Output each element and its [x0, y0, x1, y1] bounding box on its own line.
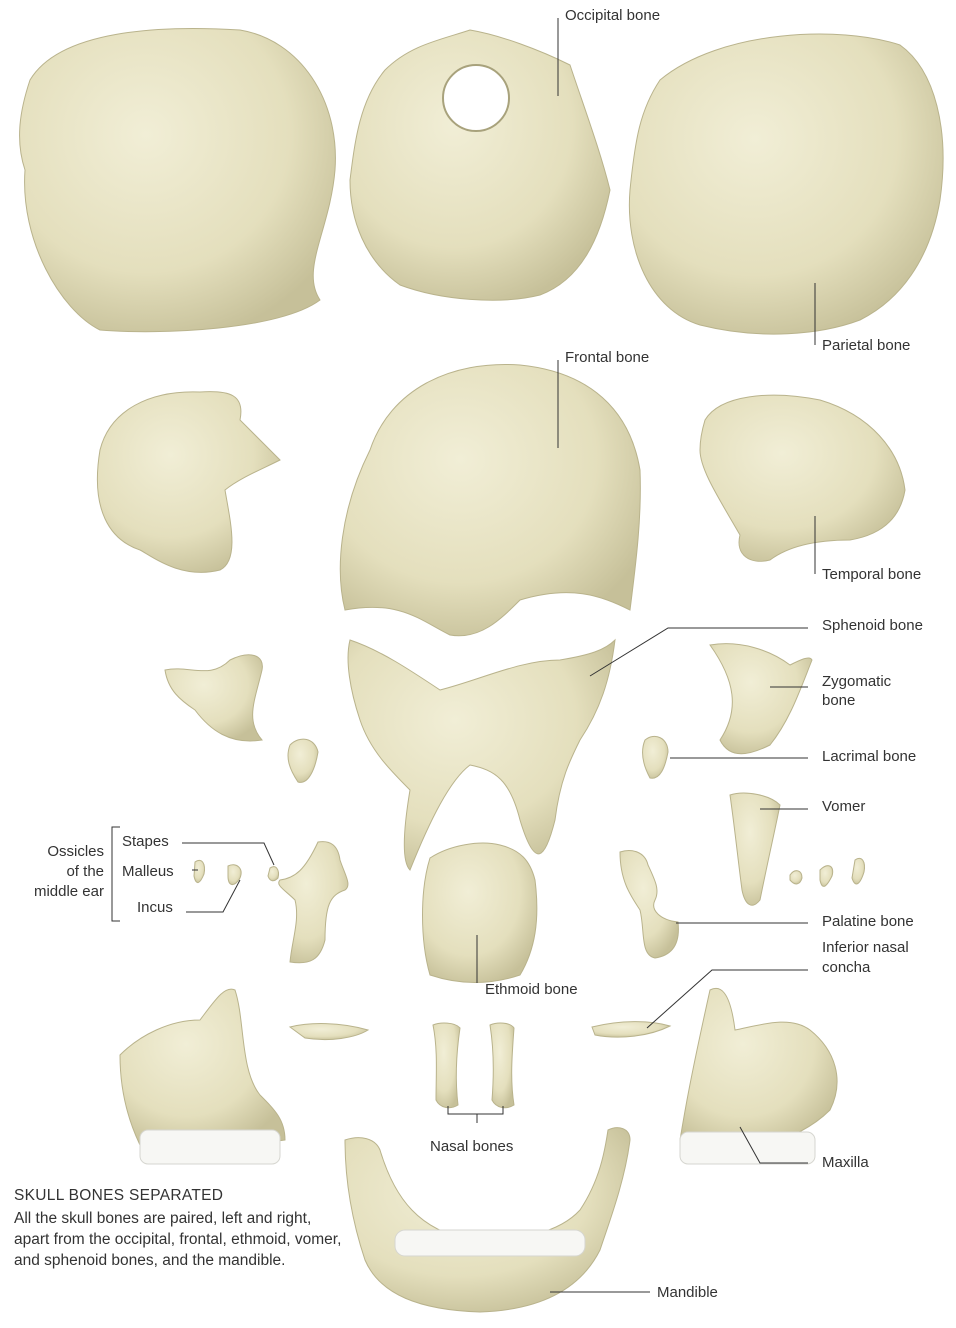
right-nasal-bone — [490, 1023, 514, 1108]
caption-title: SKULL BONES SEPARATED — [14, 1186, 344, 1206]
label-parietal-bone: Parietal bone — [822, 336, 910, 355]
left-lacrimal-bone — [288, 739, 318, 782]
label-ossicles-1: Ossicles — [14, 842, 104, 861]
label-temporal-bone: Temporal bone — [822, 565, 921, 584]
label-mandible: Mandible — [657, 1283, 718, 1302]
foramen-magnum — [443, 65, 509, 131]
label-frontal-bone: Frontal bone — [565, 348, 649, 367]
vomer — [730, 793, 780, 905]
right-lacrimal-bone — [643, 736, 668, 778]
label-maxilla: Maxilla — [822, 1153, 869, 1172]
label-inferior-nasal-concha-2: concha — [822, 958, 870, 977]
right-incus — [852, 858, 865, 884]
right-inferior-nasal-concha — [592, 1022, 670, 1038]
left-zygomatic-bone — [165, 655, 262, 741]
label-inferior-nasal-concha-1: Inferior nasal — [822, 938, 909, 957]
label-zygomatic-bone-2: bone — [822, 691, 855, 710]
left-stapes — [268, 867, 279, 881]
label-occipital-bone: Occipital bone — [565, 6, 660, 25]
caption-body: All the skull bones are paired, left and… — [14, 1208, 344, 1271]
label-zygomatic-bone-1: Zygomatic — [822, 672, 891, 691]
right-stapes — [790, 871, 802, 884]
label-lacrimal-bone: Lacrimal bone — [822, 747, 916, 766]
label-stapes: Stapes — [122, 832, 169, 851]
label-palatine-bone: Palatine bone — [822, 912, 914, 931]
label-vomer: Vomer — [822, 797, 865, 816]
label-ossicles-2: of the — [14, 862, 104, 881]
right-temporal-bone — [700, 395, 905, 561]
mandible-teeth — [395, 1230, 585, 1256]
label-ethmoid-bone: Ethmoid bone — [485, 980, 578, 999]
left-temporal-bone — [97, 392, 280, 573]
right-malleus — [820, 866, 833, 887]
left-palatine-bone — [279, 842, 348, 963]
label-incus: Incus — [137, 898, 173, 917]
left-maxilla-teeth — [140, 1130, 280, 1164]
sphenoid-bone — [348, 640, 615, 870]
label-malleus: Malleus — [122, 862, 174, 881]
right-parietal-bone — [629, 34, 943, 334]
left-malleus — [194, 860, 205, 882]
left-inferior-nasal-concha — [290, 1024, 368, 1040]
label-sphenoid-bone: Sphenoid bone — [822, 616, 923, 635]
ethmoid-bone — [423, 843, 537, 982]
label-nasal-bones: Nasal bones — [430, 1137, 513, 1156]
right-maxilla — [680, 988, 837, 1147]
right-zygomatic-bone — [710, 644, 812, 754]
label-ossicles-3: middle ear — [14, 882, 104, 901]
right-palatine-bone — [620, 851, 678, 958]
frontal-bone — [340, 364, 640, 635]
left-nasal-bone — [433, 1023, 460, 1108]
left-maxilla — [120, 989, 285, 1147]
caption: SKULL BONES SEPARATED All the skull bone… — [14, 1186, 344, 1271]
right-maxilla-teeth — [680, 1132, 815, 1164]
left-parietal-bone — [20, 28, 336, 331]
